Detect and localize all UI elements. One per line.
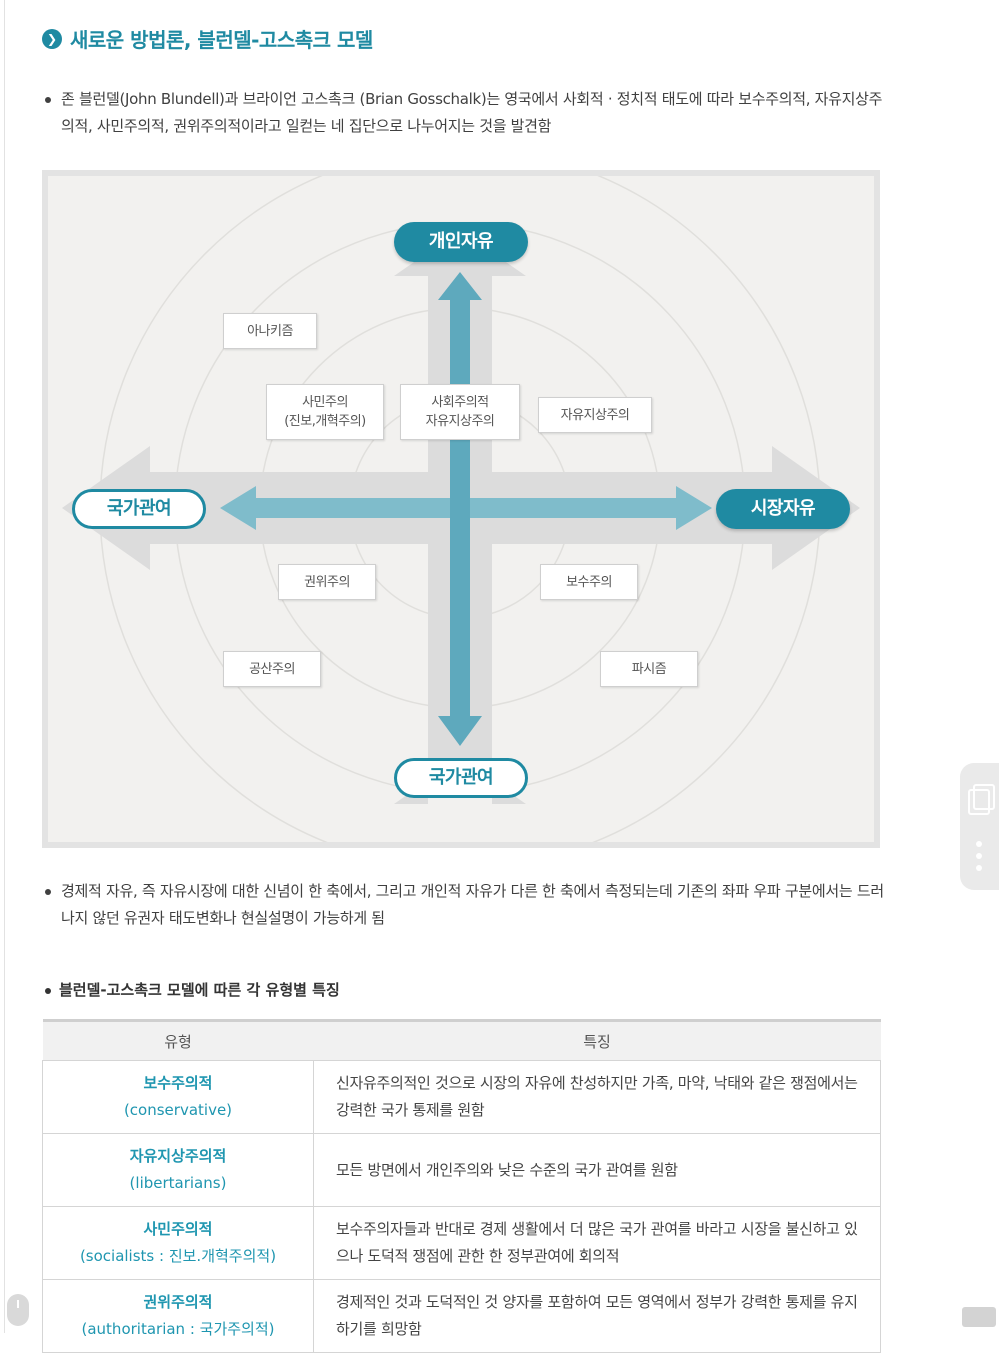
feature-cell: 경제적인 것과 도덕적인 것 양자를 포함하여 모든 영역에서 정부가 강력한 … (313, 1279, 881, 1353)
axis-bottom-state-intervention: 국가관여 (394, 758, 528, 798)
intro-bullet: 존 블런델(John Blundell)과 브라이언 고스촉크 (Brian G… (45, 86, 885, 140)
label-center-line1: 사회주의적 (431, 395, 489, 410)
scroll-icon[interactable] (7, 1294, 29, 1326)
bullet-dot-icon (45, 889, 51, 895)
label-social-democrat-line1: 사민주의 (302, 395, 348, 410)
label-center-line2: 자유지상주의 (425, 414, 495, 429)
chevron-right-icon: ❯ (42, 28, 62, 49)
bullet-dot-icon (45, 97, 51, 103)
type-english: (socialists : 진보.개혁주의적) (79, 1247, 277, 1265)
column-header-feature: 특징 (313, 1019, 881, 1061)
column-header-type: 유형 (42, 1019, 314, 1061)
label-communism-text: 공산주의 (249, 661, 295, 677)
traits-table: 유형 특징 보수주의적 (conservative) 신자유주의적인 것으로 시… (42, 1019, 881, 1353)
table-heading: 블런델-고스촉크 모델에 따른 각 유형별 특징 (45, 979, 340, 1000)
bullet-dot-icon (45, 987, 51, 994)
table-row: 보수주의적 (conservative) 신자유주의적인 것으로 시장의 자유에… (42, 1060, 881, 1134)
type-name: 자유지상주의적 (129, 1147, 227, 1165)
label-authoritarian: 권위주의 (278, 564, 376, 600)
label-anarchism-text: 아나키즘 (247, 323, 293, 339)
more-vertical-icon-dot (976, 841, 982, 847)
side-panel-handle[interactable] (960, 763, 999, 890)
explanation-bullet: 경제적 자유, 즉 자유시장에 대한 신념이 한 축에서, 그리고 개인적 자유… (45, 878, 885, 932)
type-english: (conservative) (123, 1101, 233, 1119)
label-fascism-text: 파시즘 (631, 661, 667, 677)
type-name: 권위주의적 (143, 1293, 213, 1311)
type-english: (authoritarian : 국가주의적) (81, 1320, 275, 1338)
section-title-text: 새로운 방법론, 블런델-고스촉크 모델 (70, 28, 373, 52)
feature-cell: 신자유주의적인 것으로 시장의 자유에 찬성하지만 가족, 마약, 낙태와 같은… (313, 1060, 881, 1134)
table-row: 권위주의적 (authoritarian : 국가주의적) 경제적인 것과 도덕… (42, 1279, 881, 1353)
intro-text: 존 블런델(John Blundell)과 브라이언 고스촉크 (Brian G… (61, 90, 883, 135)
feature-cell: 모든 방면에서 개인주의와 낮은 수준의 국가 관여를 원함 (313, 1133, 881, 1207)
page-left-border (4, 0, 5, 1333)
type-name: 보수주의적 (143, 1074, 213, 1092)
label-communism: 공산주의 (223, 651, 321, 687)
axis-right-market-freedom: 시장자유 (716, 489, 850, 529)
label-authoritarian-text: 권위주의 (304, 574, 350, 590)
table-row: 자유지상주의적 (libertarians) 모든 방면에서 개인주의와 낮은 … (42, 1133, 881, 1207)
keyboard-icon[interactable] (962, 1307, 996, 1327)
table-row: 사민주의적 (socialists : 진보.개혁주의적) 보수주의자들과 반대… (42, 1206, 881, 1280)
table-heading-text: 블런델-고스촉크 모델에 따른 각 유형별 특징 (59, 981, 340, 999)
more-vertical-icon-dot (976, 865, 982, 871)
more-vertical-icon-dot (976, 853, 982, 859)
label-center: 사회주의적 자유지상주의 (400, 384, 520, 440)
vertical-arrow (438, 272, 482, 746)
type-name: 사민주의적 (143, 1220, 213, 1238)
label-anarchism: 아나키즘 (223, 313, 317, 349)
type-cell: 사민주의적 (socialists : 진보.개혁주의적) (42, 1206, 314, 1280)
copy-icon-back (973, 784, 995, 810)
label-libertarian: 자유지상주의 (538, 397, 652, 433)
label-conservative: 보수주의 (540, 564, 638, 600)
type-cell: 자유지상주의적 (libertarians) (42, 1133, 314, 1207)
type-cell: 보수주의적 (conservative) (42, 1060, 314, 1134)
label-social-democrat: 사민주의 (진보,개혁주의) (266, 384, 384, 440)
label-libertarian-text: 자유지상주의 (560, 407, 630, 423)
copy-icon[interactable] (968, 789, 990, 815)
feature-cell: 보수주의자들과 반대로 경제 생활에서 더 많은 국가 관여를 바라고 시장을 … (313, 1206, 881, 1280)
explanation-text: 경제적 자유, 즉 자유시장에 대한 신념이 한 축에서, 그리고 개인적 자유… (61, 882, 884, 927)
label-conservative-text: 보수주의 (566, 574, 612, 590)
type-english: (libertarians) (129, 1174, 227, 1192)
label-social-democrat-line2: (진보,개혁주의) (284, 414, 366, 429)
type-cell: 권위주의적 (authoritarian : 국가주의적) (42, 1279, 314, 1353)
blundell-gosschalk-diagram: 개인자유 국가관여 국가관여 시장자유 아나키즘 사민주의 (진보,개혁주의) … (42, 170, 880, 848)
section-title: ❯ 새로운 방법론, 블런델-고스촉크 모델 (42, 24, 373, 53)
label-fascism: 파시즘 (600, 651, 698, 687)
axis-top-personal-freedom: 개인자유 (394, 222, 528, 262)
table-header-row: 유형 특징 (42, 1019, 881, 1061)
axis-left-state-intervention: 국가관여 (72, 489, 206, 529)
